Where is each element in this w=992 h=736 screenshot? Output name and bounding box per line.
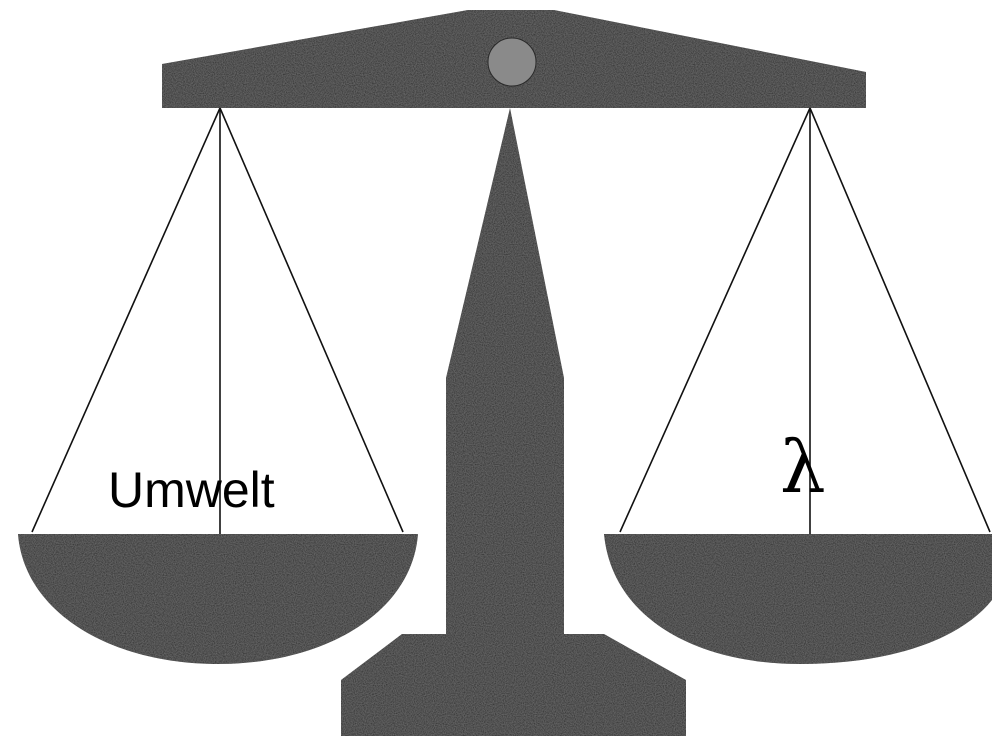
left-pan-string-right (219, 107, 404, 533)
right-pan-string-right (809, 107, 991, 533)
pivot-circle (487, 37, 537, 87)
scale-base (341, 634, 686, 736)
right-pan (604, 534, 992, 664)
right-pan-label: λ (780, 425, 826, 509)
left-pan (18, 534, 418, 664)
right-pan-string-left (619, 107, 811, 533)
left-pan-string-left (31, 107, 221, 533)
scale-column-spire (446, 108, 564, 378)
left-pan-label: Umwelt (108, 462, 275, 518)
scale-column (446, 378, 564, 636)
